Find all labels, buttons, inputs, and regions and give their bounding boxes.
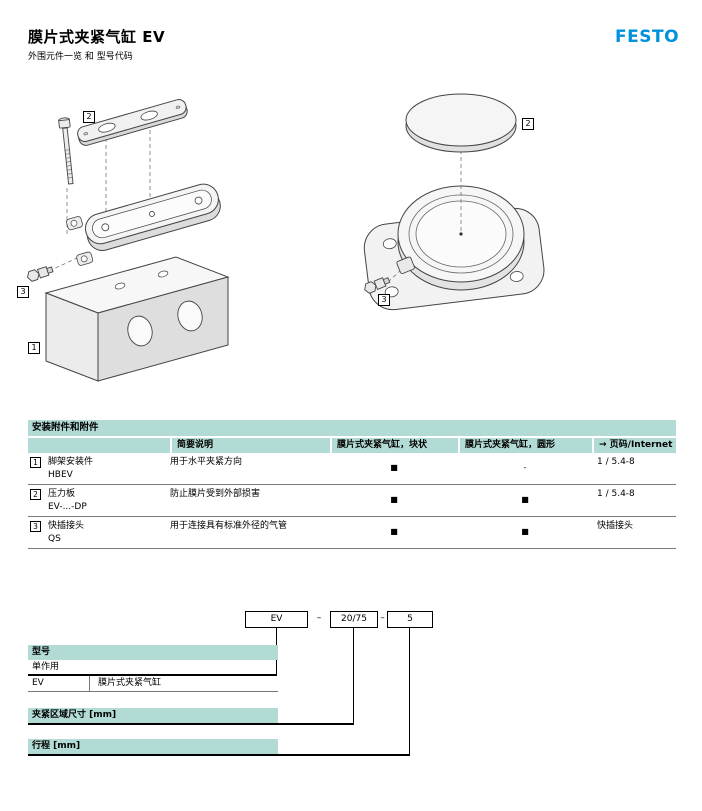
- accessory-code: HBEV: [48, 469, 73, 480]
- column-header-block-variant: 膜片式夹紧气缸，块状: [330, 438, 458, 453]
- band-type: 型号: [28, 645, 278, 660]
- code-value: EV: [28, 676, 90, 691]
- accessories-table: 安装附件和附件 简要说明 膜片式夹紧气缸，块状 膜片式夹紧气缸，圆形 → 页码/…: [28, 420, 676, 549]
- part-label-bar: 2: [83, 111, 95, 123]
- accessory-name: 压力板: [48, 489, 76, 499]
- divider-line-clamp-area: [28, 723, 354, 725]
- availability-block-mark: ■: [390, 463, 398, 473]
- screw-drawing: [58, 117, 74, 185]
- part-label-block: 1: [28, 342, 40, 354]
- connector-line-size: [353, 628, 354, 723]
- accessory-description: 防止膜片受到外部损害: [170, 489, 261, 499]
- clamping-bar-drawing: [77, 99, 188, 146]
- exploded-view-round-version: [363, 93, 545, 311]
- availability-block-mark: ■: [390, 527, 398, 537]
- festo-logo: FESTO: [615, 27, 680, 47]
- item-number-badge: 2: [30, 489, 41, 500]
- connector-line-stroke: [409, 628, 410, 754]
- push-in-fitting-drawing: [27, 266, 54, 282]
- availability-round-mark: -: [523, 463, 527, 473]
- part-label-fitting-round: 3: [378, 294, 390, 306]
- table-row: 3 快插接头 QS 用于连接具有标准外径的气管 ■ ■ 快插接头: [28, 517, 676, 549]
- accessory-name: 脚架安装件: [48, 457, 94, 467]
- table-row: 2 压力板 EV-...-DP 防止膜片受到外部损害 ■ ■ 1 / 5.4-8: [28, 485, 676, 517]
- code-box-size: 20/75: [330, 611, 378, 628]
- type-subheading: 单作用: [32, 662, 60, 672]
- band-clamp-area: 夹紧区域尺寸 [mm]: [28, 708, 278, 723]
- page-reference: 1 / 5.4-8: [597, 489, 635, 499]
- page-subtitle: 外围元件一览 和 型号代码: [28, 52, 133, 62]
- availability-block-mark: ■: [390, 495, 398, 505]
- accessory-name: 快插接头: [48, 521, 85, 531]
- divider-line-type: [28, 674, 277, 676]
- column-header-description: 简要说明: [170, 438, 330, 453]
- item-number-badge: 1: [30, 457, 41, 468]
- port-fitting-drawing: [364, 256, 415, 294]
- band-stroke: 行程 [mm]: [28, 739, 278, 754]
- availability-round-mark: ■: [521, 527, 529, 537]
- page-reference: 快插接头: [597, 521, 634, 531]
- table-row: 1 脚架安装件 HBEV 用于水平夹紧方向 ■ - 1 / 5.4-8: [28, 453, 676, 485]
- code-box-stroke: 5: [387, 611, 433, 628]
- table-title: 安装附件和附件: [28, 420, 676, 436]
- round-body-drawing: [363, 185, 545, 311]
- column-header-round-variant: 膜片式夹紧气缸，圆形: [458, 438, 592, 453]
- cylinder-body-drawing: [66, 183, 221, 266]
- code-box-type: EV: [245, 611, 308, 628]
- base-block-drawing: [44, 256, 230, 382]
- code-value-row: EV 膜片式夹紧气缸: [28, 676, 278, 692]
- availability-round-mark: ■: [521, 495, 529, 505]
- accessory-description: 用于水平夹紧方向: [170, 457, 243, 467]
- table-header-row: 简要说明 膜片式夹紧气缸，块状 膜片式夹紧气缸，圆形 → 页码/Internet: [28, 438, 676, 453]
- assembly-axis-lines: [387, 150, 462, 283]
- accessory-code: QS: [48, 533, 61, 544]
- page-title: 膜片式夹紧气缸 EV: [28, 28, 166, 46]
- code-value-description: 膜片式夹紧气缸: [98, 678, 162, 688]
- item-number-badge: 3: [30, 521, 41, 532]
- part-label-fitting-block: 3: [17, 286, 29, 298]
- code-separator: –: [380, 613, 385, 623]
- accessory-description: 用于连接具有标准外径的气管: [170, 521, 288, 531]
- accessory-code: EV-...-DP: [48, 501, 87, 512]
- pressure-disc-drawing: [405, 93, 517, 153]
- page-reference: 1 / 5.4-8: [597, 457, 635, 467]
- exploded-view-block-version: [27, 99, 230, 382]
- code-separator: –: [316, 613, 322, 623]
- divider-line-stroke: [28, 754, 410, 756]
- part-label-disc: 2: [522, 118, 534, 130]
- column-header-item: [28, 438, 170, 453]
- column-header-page: → 页码/Internet: [592, 438, 676, 453]
